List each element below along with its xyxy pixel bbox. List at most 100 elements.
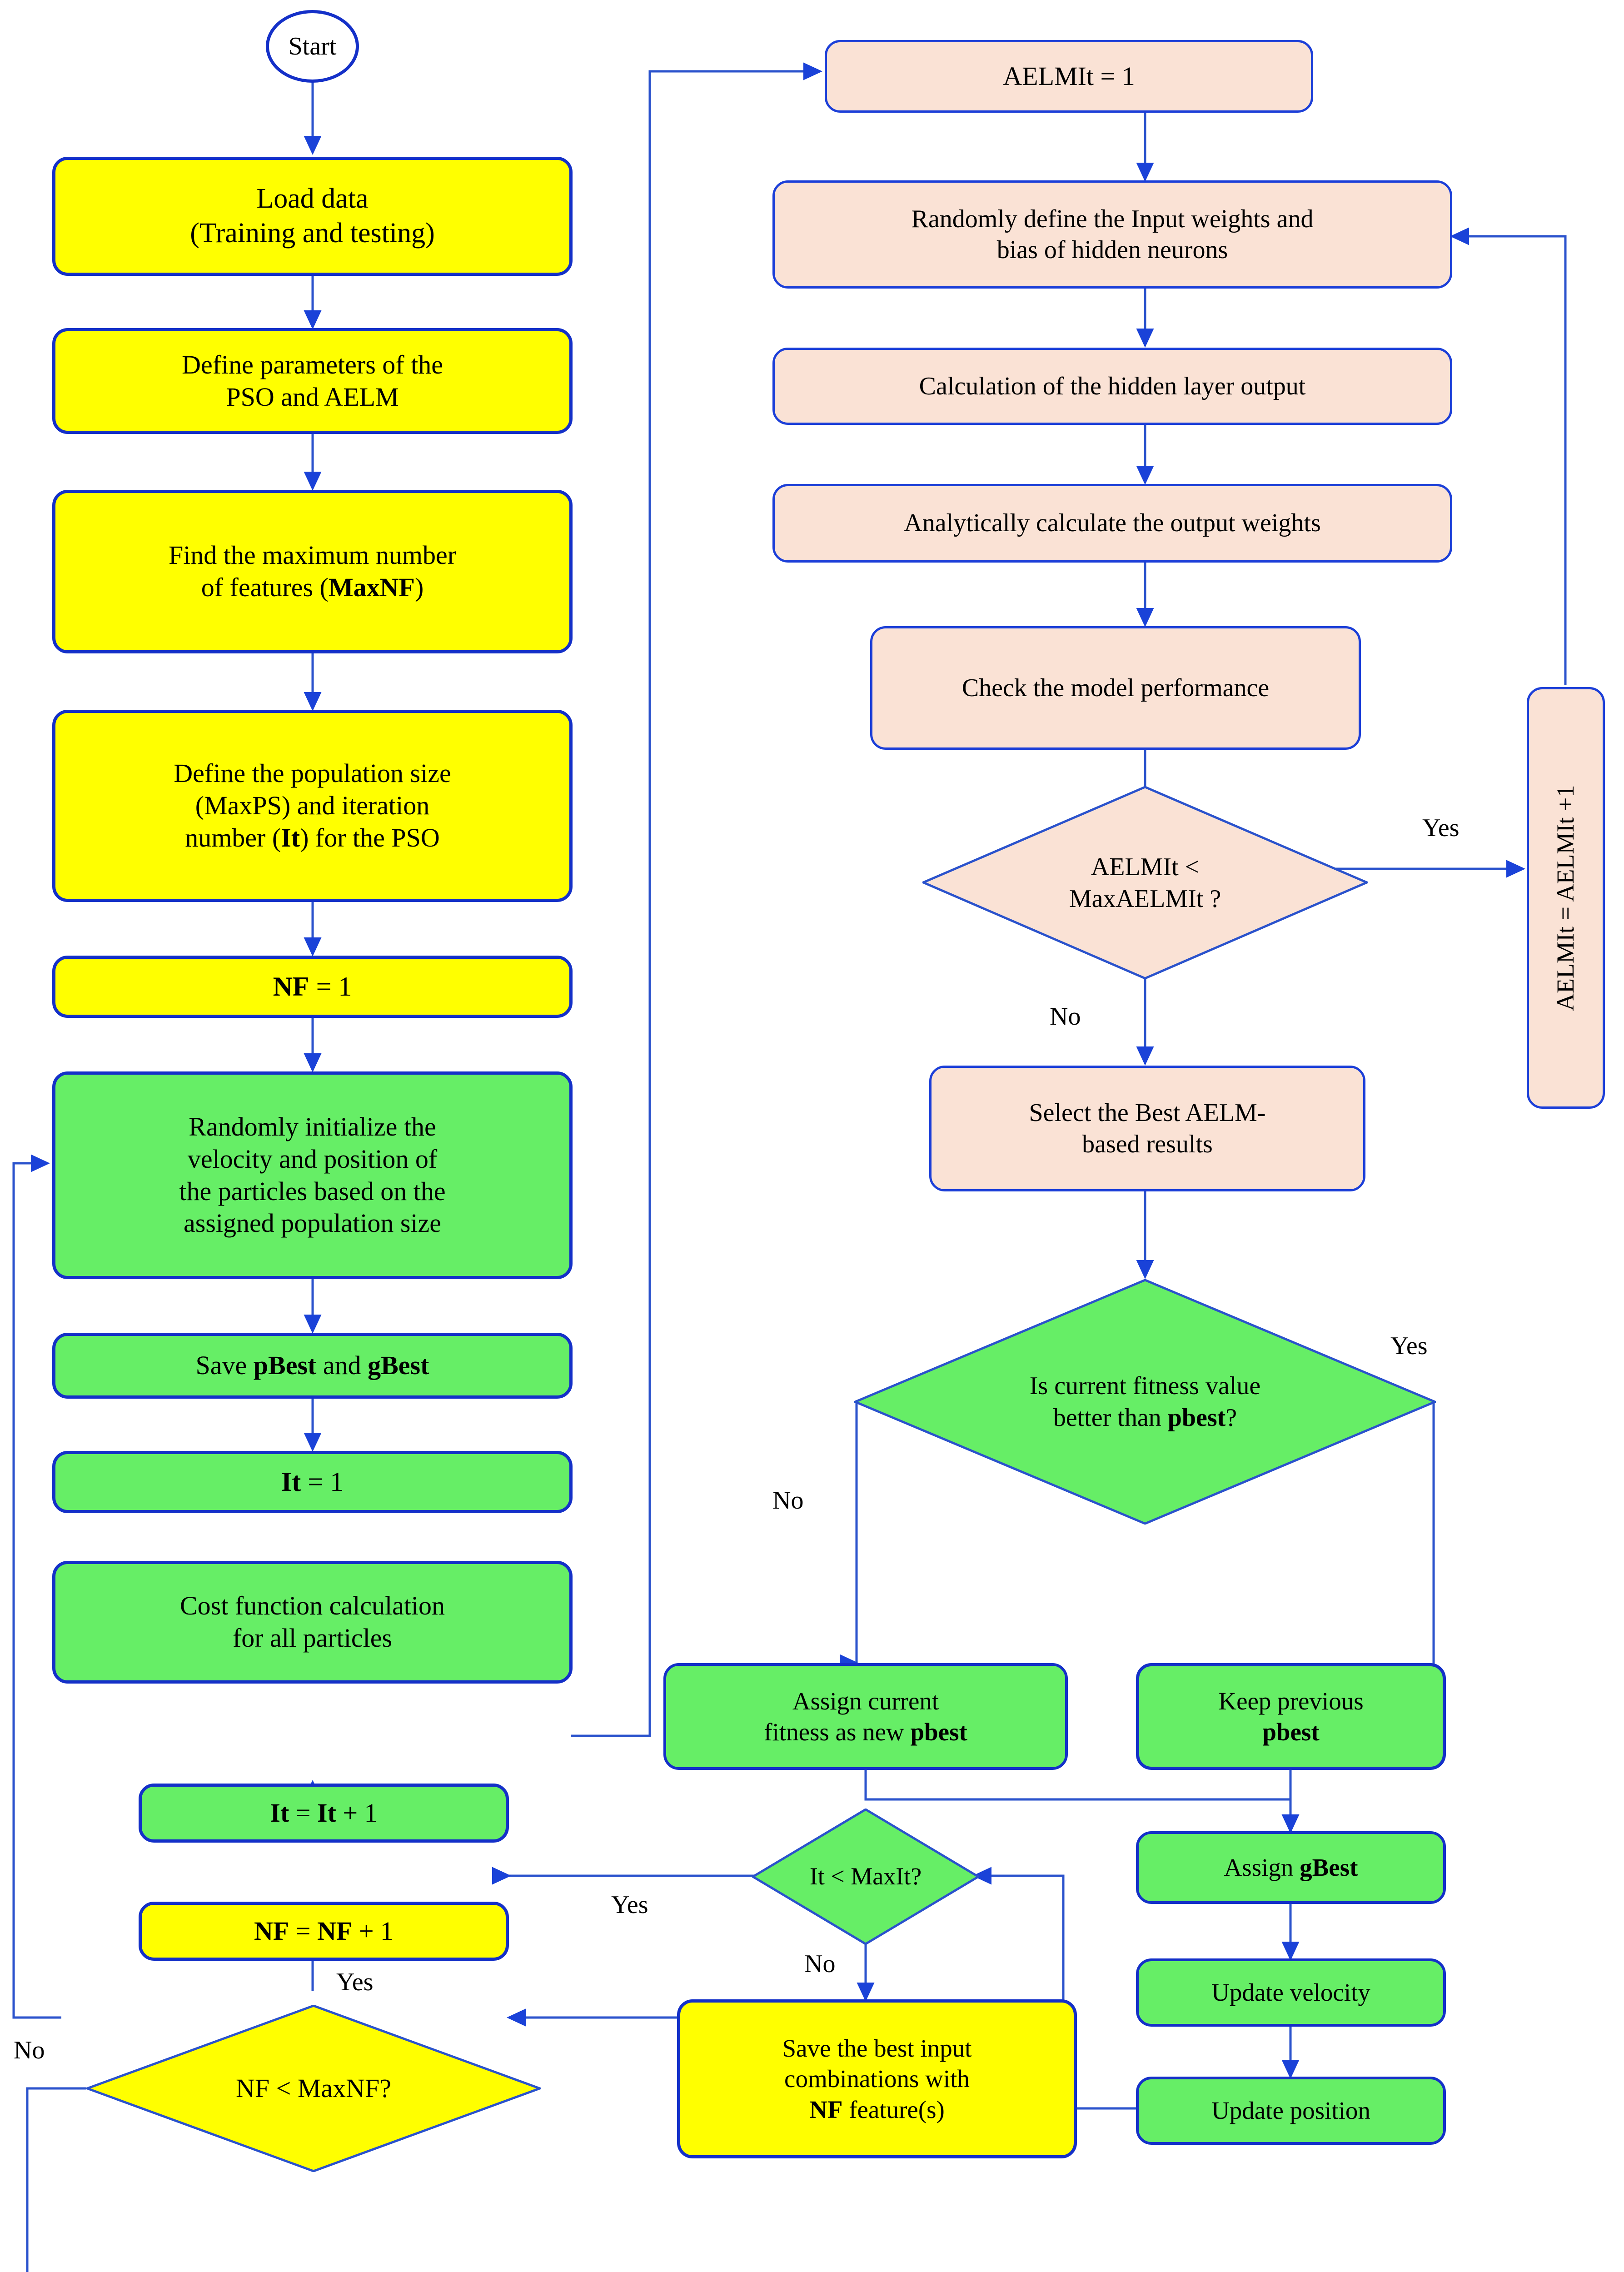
edge-label-fitness-no: No (772, 1486, 803, 1515)
rand-init-line4: assigned population size (183, 1208, 441, 1238)
node-keep-previous-pbest: Keep previous pbest (1136, 1663, 1446, 1770)
rand-init-line1: Randomly initialize the (189, 1112, 436, 1141)
node-random-weights: Randomly define the Input weights and bi… (772, 180, 1452, 289)
define-params-line2: PSO and AELM (226, 382, 399, 412)
nf-init-rest: = 1 (309, 971, 352, 1001)
hidden-layer-label: Calculation of the hidden layer output (919, 372, 1306, 400)
edge-label-it-no: No (804, 1949, 835, 1978)
output-weights-label: Analytically calculate the output weight… (904, 509, 1321, 538)
it-no-text: No (804, 1950, 836, 1978)
node-assign-current-pbest: Assign current fitness as new pbest (663, 1663, 1068, 1770)
node-find-max-features: Find the maximum number of features (Max… (52, 490, 573, 653)
nf-yes-text: Yes (336, 1968, 374, 1996)
assign-gbest-pre: Assign (1224, 1853, 1300, 1882)
define-pop-line2: (MaxPS) and iteration (195, 791, 430, 821)
save-pg-mid: and (316, 1350, 368, 1380)
find-max-line2-pre: of features ( (201, 573, 329, 602)
start-terminator: Start (266, 10, 359, 83)
it-init-var: It (281, 1466, 301, 1497)
node-nf-increment: NF = NF + 1 (139, 1902, 509, 1961)
save-pg-gbest: gBest (368, 1350, 429, 1380)
edge-label-nf-yes: Yes (336, 1968, 373, 1997)
fitness-line2-post: ? (1225, 1404, 1237, 1432)
assign-cur-pbest: pbest (910, 1718, 967, 1746)
decision-it-max: It < MaxIt? (752, 1809, 979, 1945)
edge-label-nf-no: No (14, 2036, 45, 2065)
decision-aelmit-max: AELMIt < MaxAELMIt ? (922, 786, 1368, 979)
cost-line2: for all particles (232, 1623, 393, 1653)
find-max-line2-post: ) (414, 573, 424, 602)
aelmit-dec-line2: MaxAELMIt ? (1069, 884, 1221, 913)
decision-fitness-better: Is current fitness value better than pbe… (854, 1279, 1436, 1525)
nf-decision-label: NF < MaxNF? (235, 2073, 392, 2103)
save-best-line1: Save the best input (782, 2034, 972, 2063)
aelmit-yes-text: Yes (1422, 814, 1460, 842)
node-hidden-layer-output: Calculation of the hidden layer output (772, 348, 1452, 425)
node-update-velocity: Update velocity (1136, 1958, 1446, 2027)
fitness-yes-text: Yes (1390, 1332, 1428, 1360)
find-max-line1: Find the maximum number (168, 540, 457, 570)
it-inc-var2: It (317, 1798, 336, 1828)
aelmit-no-text: No (1050, 1002, 1081, 1031)
keep-prev-pbest: pbest (1262, 1718, 1320, 1746)
node-it-increment: It = It + 1 (139, 1784, 509, 1843)
node-save-best-input: Save the best input combinations with NF… (677, 1999, 1077, 2158)
edge-label-aelmit-no: No (1050, 1002, 1081, 1031)
fitness-pbest: pbest (1167, 1404, 1226, 1432)
load-data-line2: (Training and testing) (190, 218, 435, 249)
select-best-line1: Select the Best AELM- (1029, 1099, 1266, 1127)
it-inc-rest: + 1 (336, 1798, 378, 1828)
define-pop-line1: Define the population size (174, 758, 451, 788)
node-cost-function: Cost function calculation for all partic… (52, 1561, 573, 1684)
assign-cur-line1: Assign current (792, 1687, 939, 1715)
node-load-data: Load data (Training and testing) (52, 157, 573, 276)
node-aelmit-increment: AELMIt = AELMIt +1 (1527, 687, 1605, 1109)
nf-inc-mid: = (289, 1916, 317, 1946)
find-max-maxnf: MaxNF (328, 573, 415, 602)
define-pop-it: It (281, 822, 300, 852)
node-define-population: Define the population size (MaxPS) and i… (52, 710, 573, 902)
edge-label-fitness-yes: Yes (1390, 1331, 1427, 1360)
define-params-line1: Define parameters of the (182, 349, 443, 379)
nf-inc-var1: NF (254, 1916, 289, 1946)
save-best-line2: combinations with (784, 2065, 970, 2093)
node-nf-init: NF = 1 (52, 956, 573, 1018)
diamond-shape (922, 786, 1368, 979)
save-best-nf: NF (809, 2095, 843, 2123)
define-pop-line3-post: ) for the PSO (300, 822, 440, 852)
keep-prev-line1: Keep previous (1218, 1687, 1364, 1715)
node-assign-gbest: Assign gBest (1136, 1831, 1446, 1904)
diamond-shape (854, 1279, 1436, 1525)
edge-label-it-yes: Yes (611, 1890, 648, 1919)
it-inc-var1: It (270, 1798, 289, 1828)
save-pg-pre: Save (195, 1350, 254, 1380)
node-select-best-aelm: Select the Best AELM- based results (929, 1066, 1365, 1191)
node-update-position: Update position (1136, 2077, 1446, 2145)
it-yes-text: Yes (611, 1891, 648, 1919)
nf-no-text: No (14, 2036, 45, 2064)
diamond-shape (86, 2005, 541, 2172)
node-save-pbest-gbest: Save pBest and gBest (52, 1333, 573, 1399)
aelmit-increment-label: AELMIt = AELMIt +1 (1552, 785, 1579, 1011)
start-label: Start (288, 32, 337, 60)
rand-weights-line2: bias of hidden neurons (996, 236, 1228, 264)
save-pg-pbest: pBest (253, 1350, 317, 1380)
rand-init-line3: the particles based on the (179, 1176, 446, 1206)
decision-nf-max: NF < MaxNF? (86, 2005, 541, 2172)
nf-init-var: NF (273, 971, 309, 1001)
node-aelmit-init: AELMIt = 1 (825, 40, 1313, 113)
node-it-init: It = 1 (52, 1451, 573, 1513)
assign-gbest-b: gBest (1300, 1853, 1358, 1882)
select-best-line2: based results (1082, 1130, 1213, 1158)
it-inc-mid: = (289, 1798, 317, 1828)
assign-cur-line2-pre: fitness as new (764, 1718, 911, 1746)
nf-inc-rest: + 1 (352, 1916, 394, 1946)
node-random-initialize: Randomly initialize the velocity and pos… (52, 1071, 573, 1279)
node-check-model: Check the model performance (870, 626, 1361, 750)
it-init-rest: = 1 (301, 1466, 344, 1497)
aelmit-dec-line1: AELMIt < (1091, 852, 1200, 881)
edge-label-aelmit-yes: Yes (1422, 813, 1459, 842)
aelmit-init-label: AELMIt = 1 (1003, 61, 1135, 91)
update-velocity-label: Update velocity (1211, 1978, 1370, 2007)
